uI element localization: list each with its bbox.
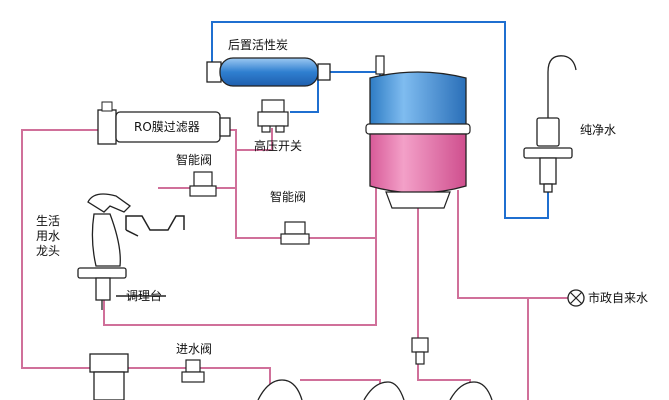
label-smart-valve-1: 智能阀 (176, 153, 213, 167)
smart-valve-1 (189, 171, 217, 197)
pure-water-faucet (523, 55, 577, 193)
inlet-valve (181, 359, 205, 383)
label-ro-membrane: RO膜过滤器 (134, 120, 200, 134)
raw-pipe-switch-down (236, 128, 273, 151)
countertop (116, 215, 185, 297)
pure-pipe-switch-link (290, 72, 319, 113)
raw-pipe-faucet (103, 180, 377, 326)
raw-pipe-ro-out (228, 129, 285, 239)
label-high-pressure-switch: 高压开关 (254, 139, 303, 153)
label-inlet-valve: 进水阀 (176, 342, 213, 356)
smart-valve-2 (280, 221, 310, 245)
municipal-water-valve (567, 289, 585, 307)
raw-pipe-left-vertical (21, 129, 98, 369)
raw-pipe-inlet (128, 367, 271, 390)
pure-pipe-top-loop (211, 21, 549, 219)
raw-pipe-pump (300, 379, 381, 392)
bottom-valve (411, 337, 429, 365)
raw-water-pipes (21, 128, 568, 400)
label-post-carbon: 后置活性炭 (228, 38, 289, 52)
raw-pipe-municipal (457, 190, 568, 299)
high-pressure-switch (257, 99, 289, 133)
pre-filter-housing (89, 353, 129, 400)
bottom-housings (257, 379, 493, 400)
post-carbon-filter (206, 57, 331, 87)
raw-pipe-tank-bottom (417, 208, 471, 392)
domestic-faucet (77, 193, 132, 310)
label-pure-water: 纯净水 (580, 123, 617, 137)
label-smart-valve-2: 智能阀 (270, 190, 307, 204)
label-domestic-faucet: 生活用水龙头 (36, 214, 61, 258)
ro-membrane-filter (97, 101, 231, 145)
label-countertop: 调理台 (126, 289, 163, 303)
pressure-tank (365, 55, 471, 209)
label-municipal-water: 市政自来水 (588, 291, 649, 305)
